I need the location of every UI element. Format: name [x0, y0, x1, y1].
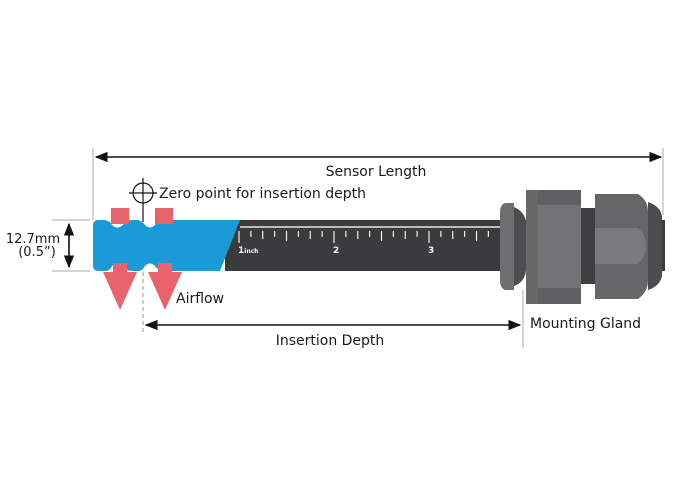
ruler-label-2: 2: [333, 246, 339, 256]
crosshair-icon: [129, 178, 157, 222]
mounting-gland: [500, 190, 662, 304]
ruler-label-3: 3: [428, 246, 434, 256]
airflow-arrow-2: [148, 208, 182, 310]
mounting-gland-label: Mounting Gland: [530, 316, 641, 332]
sensor-length-label: Sensor Length: [326, 164, 427, 180]
sensor-tip: [93, 220, 240, 271]
ruler-label-1: 1inch: [238, 246, 258, 256]
airflow-label: Airflow: [176, 291, 224, 307]
diameter-in-label: (0.5”): [18, 245, 56, 260]
zero-point-label: Zero point for insertion depth: [159, 186, 366, 202]
insertion-depth-label: Insertion Depth: [276, 333, 385, 349]
diameter-mm-label: 12.7mm: [6, 232, 60, 247]
ruler-scale: [238, 231, 489, 243]
airflow-arrow-1: [103, 208, 137, 310]
